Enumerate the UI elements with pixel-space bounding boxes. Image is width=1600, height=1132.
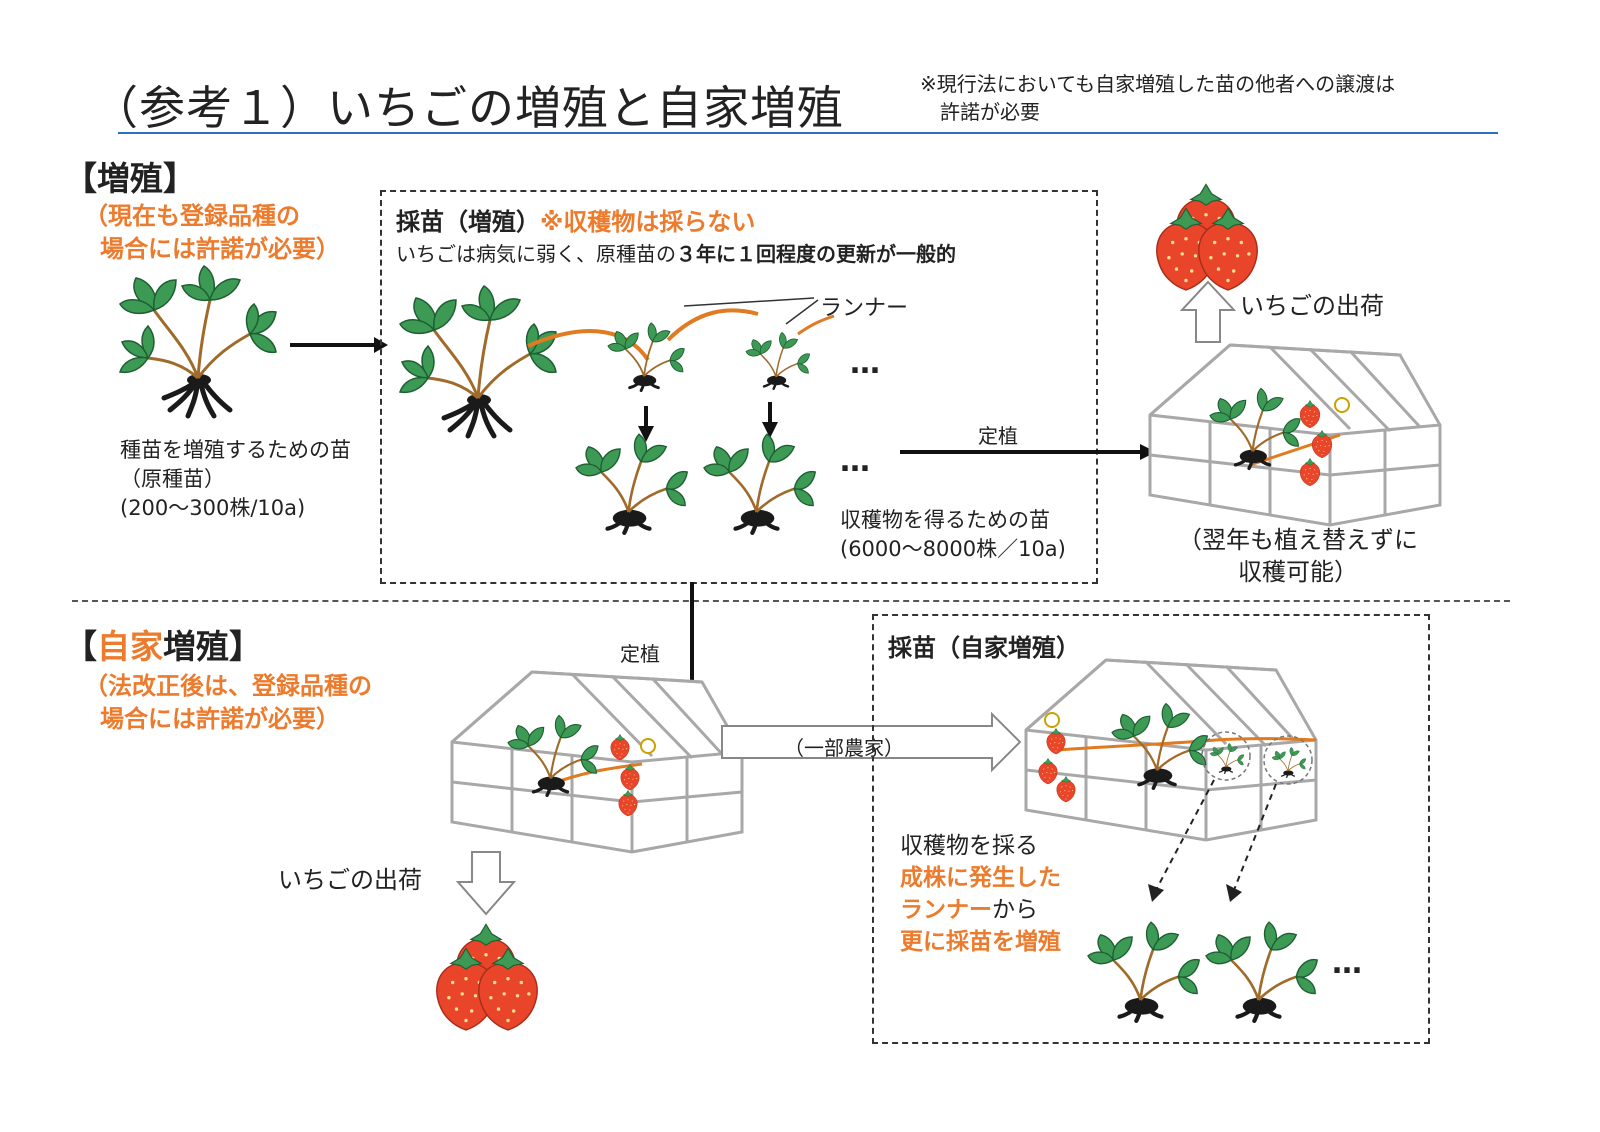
- runner-label: ランナー: [820, 296, 909, 321]
- runner-diagram: [398, 280, 835, 580]
- self-box-steps: 収穫物を採る 成株に発生した ランナーから 更に採苗を増殖: [900, 830, 1061, 958]
- self-propagation-subnote: （法改正後は、登録品種の 場合には許諾が必要）: [84, 670, 372, 736]
- self-step3-a: ランナー: [900, 897, 992, 923]
- shipment-label-bottom: いちごの出荷: [278, 866, 422, 894]
- self-subnote-line1: （法改正後は、登録品種の: [84, 672, 372, 700]
- page-title: （参考１）いちごの増殖と自家増殖: [92, 81, 844, 135]
- section-separator: [72, 600, 1510, 602]
- parent-plant-caption-line2: （原種苗）: [120, 467, 225, 491]
- self-step3-b: から: [992, 897, 1038, 923]
- propagation-box-title-main: 採苗（増殖）: [396, 208, 540, 236]
- ellipsis-seedlings: …: [840, 444, 873, 479]
- legal-note-line2: 許諾が必要: [940, 100, 1040, 124]
- greenhouse-caption: （翌年も植え替えずに 収穫可能）: [1178, 524, 1418, 588]
- transplant-label-bottom: 定植: [620, 642, 660, 666]
- greenhouse-icon: [450, 670, 744, 854]
- self-heading-self: 自家: [97, 627, 163, 666]
- propagation-box-title: 採苗（増殖）※収穫物は採らない: [396, 202, 755, 237]
- self-propagation-box: [872, 614, 1430, 1044]
- harvest-seedlings-line1: 収穫物を得るための苗: [840, 508, 1050, 532]
- strawberry-icon: [436, 923, 538, 1031]
- ellipsis-runner: …: [850, 346, 883, 381]
- self-step1: 収穫物を採る: [900, 833, 1038, 859]
- greenhouse-icon: [1024, 658, 1318, 842]
- self-propagation-heading: 【自家増殖】: [64, 620, 262, 668]
- up-arrow-icon: [1179, 280, 1237, 343]
- self-step2: 成株に発生した: [900, 865, 1061, 891]
- propagation-heading: 【増殖】: [64, 159, 196, 198]
- mother-plant-icon: [400, 286, 556, 436]
- harvest-seedlings-line2: (6000～8000株／10a): [840, 537, 1066, 561]
- greenhouse-caption-line2: 収穫可能）: [1238, 558, 1358, 586]
- new-seedlings-icon: [1088, 918, 1318, 1038]
- shipment-label-top: いちごの出荷: [1240, 292, 1384, 320]
- propagation-box-desc-a: いちごは病気に弱く、原種苗の: [396, 242, 676, 266]
- greenhouse-icon: [1148, 343, 1442, 527]
- parent-plant-caption: 種苗を増殖するための苗 （原種苗） (200～300株/10a): [120, 436, 351, 523]
- legal-note: ※現行法においても自家増殖した苗の他者への譲渡は 許諾が必要: [920, 70, 1395, 126]
- ellipsis-self: …: [1332, 946, 1365, 981]
- self-heading-open: 【: [64, 627, 97, 666]
- propagation-box-desc: いちごは病気に弱く、原種苗の３年に１回程度の更新が一般的: [396, 240, 956, 269]
- seedling-propagation-box: [380, 190, 1098, 584]
- parent-plant-icon: [118, 260, 288, 430]
- transplant-label-top: 定植: [978, 424, 1018, 448]
- propagation-box-title-note: ※収穫物は採らない: [540, 208, 756, 236]
- propagation-subnote-line2: 場合には許諾が必要）: [100, 235, 340, 263]
- self-subnote-line2: 場合には許諾が必要）: [100, 705, 340, 733]
- legal-note-line1: ※現行法においても自家増殖した苗の他者への譲渡は: [920, 72, 1396, 96]
- parent-plant-caption-line3: (200～300株/10a): [120, 496, 306, 520]
- propagation-box-desc-b: ３年に１回程度の更新が一般的: [676, 242, 956, 266]
- strawberry-icon: [1156, 183, 1258, 291]
- arrow-icon: [290, 337, 388, 353]
- self-box-title: 採苗（自家増殖）: [888, 634, 1080, 662]
- down-arrow-icon: [455, 851, 517, 916]
- dashed-arrows: [1148, 779, 1277, 902]
- self-step4: 更に採苗を増殖: [900, 929, 1061, 955]
- partial-farmers-arrow-icon: [721, 711, 1022, 773]
- parent-plant-caption-line1: 種苗を増殖するための苗: [120, 438, 351, 462]
- partial-farmers-label: （一部農家）: [784, 736, 904, 760]
- propagation-subnote: （現在も登録品種の 場合には許諾が必要）: [84, 200, 340, 266]
- self-heading-rest: 増殖】: [163, 627, 262, 666]
- harvest-seedlings-caption: 収穫物を得るための苗 (6000～8000株／10a): [840, 506, 1066, 564]
- propagation-subnote-line1: （現在も登録品種の: [84, 202, 300, 230]
- arrow-icon: [900, 444, 1156, 460]
- title-underline: [118, 132, 1498, 134]
- greenhouse-caption-line1: （翌年も植え替えずに: [1178, 526, 1418, 554]
